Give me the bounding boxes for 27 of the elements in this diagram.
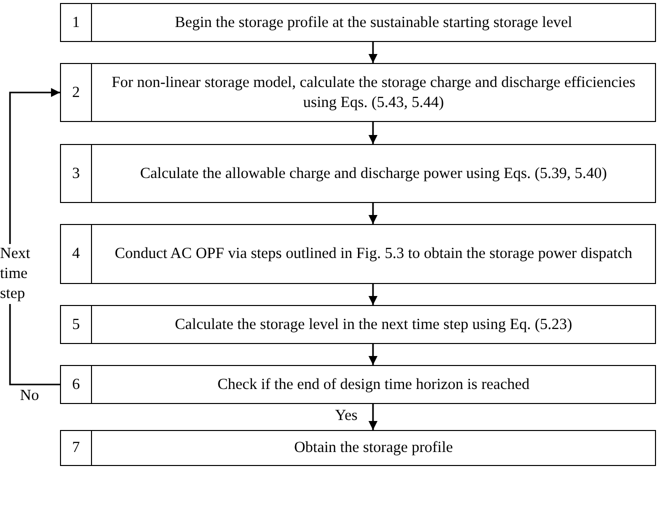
step-text: Begin the storage profile at the sustainable starting storage level <box>174 12 572 32</box>
process-step-box <box>60 365 656 404</box>
arrow <box>368 284 378 305</box>
arrow <box>368 344 378 365</box>
step-text: Conduct AC OPF via steps outlined in Fig. 5.3 to obtain the storage power dispatch <box>114 244 632 264</box>
arrow <box>368 404 378 430</box>
step-number: 1 <box>72 14 80 32</box>
step-text: For non-linear storage model, calculate the storage charge and discharge efficiencies using Eqs. (5.43, 5.44) <box>110 73 636 112</box>
process-step-box <box>60 224 656 284</box>
process-step-box <box>60 144 656 203</box>
step-number: 3 <box>72 164 80 182</box>
arrow <box>368 122 378 144</box>
step-text: Check if the end of design time horizon is reached <box>217 374 530 394</box>
step-text: Calculate the storage level in the next time step using Eq. (5.23) <box>174 314 572 334</box>
step-number: 6 <box>72 376 80 394</box>
process-step-box <box>60 63 656 122</box>
step-number: 5 <box>72 316 80 334</box>
step-number: 4 <box>72 245 80 263</box>
step-text: Obtain the storage profile <box>294 438 453 458</box>
step-number: 2 <box>72 84 80 102</box>
arrow <box>368 203 378 224</box>
process-step-box <box>60 305 656 344</box>
step-number: 7 <box>72 439 80 457</box>
process-step-box <box>60 3 656 42</box>
arrow <box>368 42 378 63</box>
process-step-box <box>60 430 656 466</box>
step-text: Calculate the allowable charge and discharge power using Eqs. (5.39, 5.40) <box>140 164 607 184</box>
